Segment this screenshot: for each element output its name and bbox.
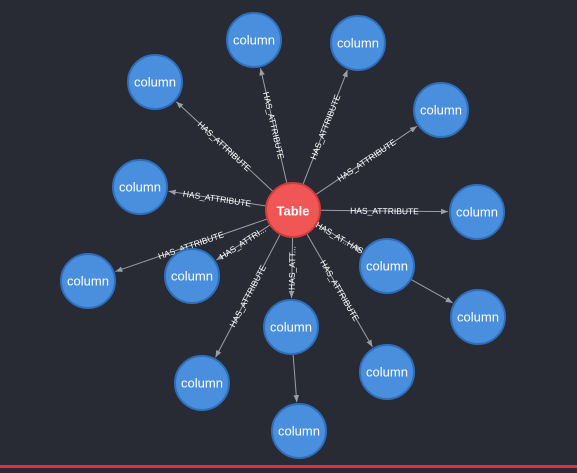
- column-node-circle: [359, 344, 415, 400]
- column-node[interactable]: column: [450, 289, 506, 345]
- edge-line: [302, 69, 348, 185]
- column-node[interactable]: column: [164, 248, 220, 304]
- column-node[interactable]: column: [449, 184, 505, 240]
- edge-label: HAS_ATTRIBUTE: [335, 137, 398, 184]
- edge-has-attribute[interactable]: HAS_ATTRIBUTE: [302, 69, 348, 185]
- column-node[interactable]: column: [263, 299, 319, 355]
- table-node[interactable]: Table: [265, 182, 321, 238]
- column-node[interactable]: column: [359, 344, 415, 400]
- edge-label: HAS_ATTRI...: [218, 224, 268, 261]
- column-node-label: column: [134, 75, 176, 90]
- bottom-accent-bar: [0, 465, 577, 468]
- edge-line: [292, 354, 300, 403]
- column-node-label: column: [457, 310, 499, 325]
- column-node-label: column: [366, 365, 408, 380]
- edge-has-attribute[interactable]: HAS_ATTRIBUTE: [320, 206, 449, 217]
- edge-label: HAS_ATTRIBUTE: [261, 91, 286, 161]
- edge-label: HAS_ATT...: [287, 246, 298, 290]
- nodes-layer: column column column column column column colu…: [60, 12, 506, 459]
- column-node-circle: [271, 403, 327, 459]
- column-node-circle: [60, 253, 116, 309]
- edge-line: [259, 68, 288, 183]
- edge-line: [215, 234, 281, 358]
- edge-has-attribute[interactable]: HAS_ATT...: [287, 237, 298, 299]
- edge-has-attribute[interactable]: HAS_AT..HAS: [314, 220, 366, 256]
- edge-has-attribute[interactable]: HAS_ATTRIBUTE: [259, 68, 288, 183]
- column-node-label: column: [67, 274, 109, 289]
- column-node-label: column: [270, 320, 312, 335]
- edge-has-attribute[interactable]: HAS_ATTRIBUTE: [168, 189, 266, 209]
- column-node-circle: [413, 82, 469, 138]
- column-node-label: column: [456, 205, 498, 220]
- edge-line: [288, 237, 295, 299]
- column-node-label: column: [181, 376, 223, 391]
- column-node[interactable]: column: [127, 54, 183, 110]
- column-node[interactable]: column: [112, 159, 168, 215]
- column-node-circle: [226, 12, 282, 68]
- edge-line: [320, 208, 449, 215]
- column-node-circle: [263, 299, 319, 355]
- edge-has-attribute[interactable]: [292, 354, 300, 403]
- column-node[interactable]: column: [174, 355, 230, 411]
- edge-line: [411, 279, 453, 304]
- edge-label: HAS_ATTRIBUTE: [227, 263, 268, 329]
- column-node[interactable]: column: [271, 403, 327, 459]
- table-node-circle: [265, 182, 321, 238]
- edge-line: [168, 189, 266, 207]
- column-node-label: column: [171, 269, 213, 284]
- column-node-circle: [112, 159, 168, 215]
- column-node-label: column: [420, 103, 462, 118]
- column-node[interactable]: column: [60, 253, 116, 309]
- edge-line: [316, 223, 363, 252]
- edge-line: [216, 224, 270, 261]
- column-node[interactable]: column: [413, 82, 469, 138]
- column-node-circle: [330, 15, 386, 71]
- column-node-label: column: [366, 259, 408, 274]
- edge-has-attribute[interactable]: HAS_ATTRIBUTE: [175, 101, 273, 192]
- column-node-label: column: [119, 180, 161, 195]
- edge-label: HAS_AT..HAS: [314, 220, 366, 256]
- column-node-circle: [164, 248, 220, 304]
- column-node-label: column: [278, 424, 320, 439]
- column-node-label: column: [233, 33, 275, 48]
- column-node-circle: [450, 289, 506, 345]
- edge-has-attribute[interactable]: [411, 279, 453, 304]
- column-node-circle: [127, 54, 183, 110]
- edge-line: [306, 233, 373, 348]
- edge-line: [315, 125, 418, 195]
- edge-line: [175, 101, 273, 192]
- edge-has-attribute[interactable]: HAS_ATTRI...: [216, 224, 270, 261]
- column-node[interactable]: column: [330, 15, 386, 71]
- column-node-label: column: [337, 36, 379, 51]
- column-node[interactable]: column: [226, 12, 282, 68]
- table-node-label: Table: [277, 204, 310, 219]
- column-node-circle: [359, 238, 415, 294]
- column-node-circle: [174, 355, 230, 411]
- column-node[interactable]: column: [359, 238, 415, 294]
- edge-label: HAS_ATTRIBUTE: [350, 206, 419, 217]
- column-node-circle: [449, 184, 505, 240]
- edge-label: HAS_ATTRIBUTE: [318, 258, 361, 323]
- edge-label: HAS_ATTRIBUTE: [182, 189, 252, 209]
- edge-line: [115, 218, 267, 272]
- edge-has-attribute[interactable]: HAS_ATTRIBUTE: [315, 125, 418, 195]
- edge-label: HAS_ATTRIBUTE: [196, 119, 253, 173]
- edge-label: HAS_ATTRIBUTE: [308, 93, 342, 161]
